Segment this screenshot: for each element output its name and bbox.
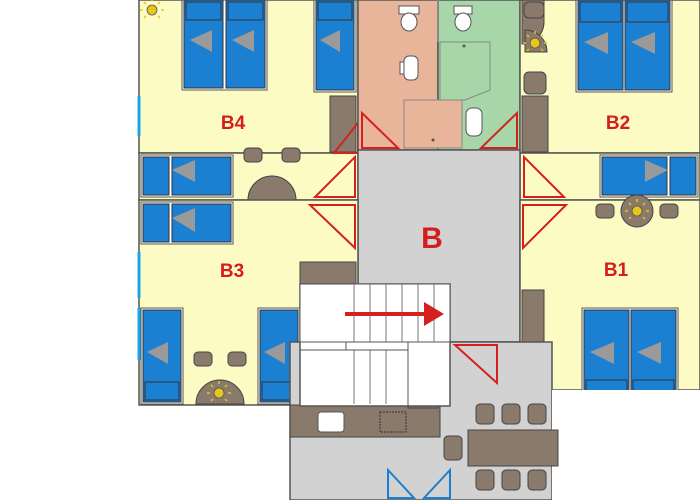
sofa-bed [140,154,234,198]
shower-icon [403,99,463,149]
lamp-icon [207,381,231,402]
room-label-b2: B2 [606,113,630,134]
door-swing [522,204,569,251]
sink-icon [465,107,483,137]
wardrobe [521,95,549,153]
room-label-b1: B1 [604,260,629,281]
dining-table [443,403,559,491]
wardrobe [329,95,357,153]
stair-arrow-icon [345,302,444,326]
door-swing [452,344,498,386]
staircase [299,283,498,407]
room-label-b4: B4 [221,113,246,134]
room-label-b3: B3 [220,261,244,282]
room-label-b: B [421,222,443,255]
door-swing [387,467,417,499]
sofa-bed [140,201,234,245]
double-bed [581,307,679,405]
sink-icon [317,411,345,433]
toilet-icon [398,5,420,32]
room-b2: B2 [519,0,700,201]
door-swing [307,204,356,251]
wardrobe [299,261,357,285]
kitchen-floor [552,390,700,500]
sink-icon [399,55,419,81]
door-swing [523,154,567,198]
dining-table [521,0,548,95]
door-swing [478,110,518,149]
lamp-icon [140,0,164,19]
toilet-icon [453,5,473,32]
door-swing [312,154,356,198]
shower-icon [439,41,491,101]
single-bed [313,0,357,93]
double-bed [575,0,673,93]
door-swing [361,110,401,149]
lamp-icon [625,199,649,220]
single-bed [140,307,184,405]
bathrooms [357,0,521,151]
dining-table [243,147,301,201]
room-b4: B4 [137,0,359,201]
wardrobe [521,289,545,343]
lamp-icon [523,31,547,52]
sofa-bed [599,154,699,198]
double-bed [181,0,268,91]
door-swing [421,467,451,499]
